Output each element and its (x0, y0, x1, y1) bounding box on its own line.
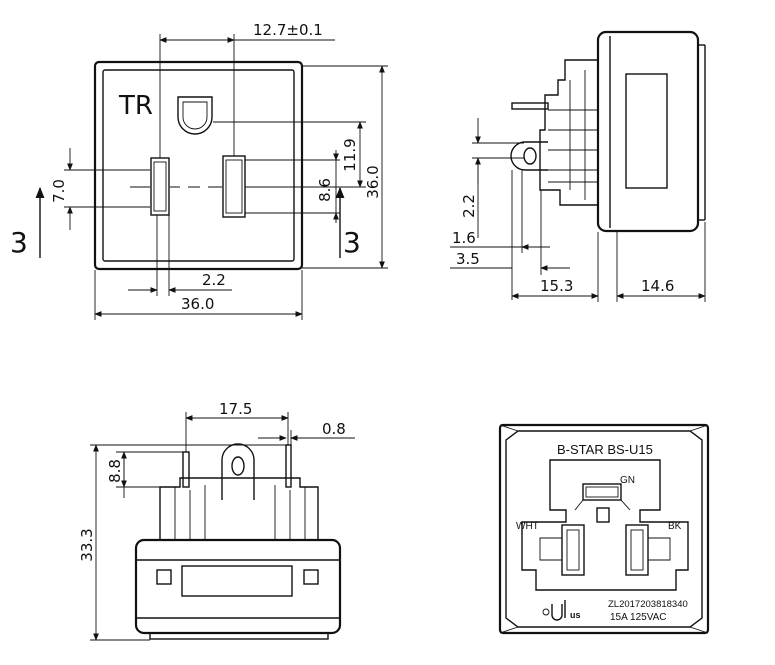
ground-hole (177, 96, 213, 135)
bk-label: BK (668, 521, 682, 532)
dim-2-2-side: 2.2 (460, 194, 478, 218)
rear-view: B-STAR BS-U15 GN WHT BK us ZL20172038183… (498, 423, 710, 635)
dim-36-right: 36.0 (364, 165, 382, 198)
front-view: TR 12.7±0.1 36.0 11.9 8.6 (10, 21, 388, 320)
dim-36-bottom: 36.0 (181, 295, 214, 313)
dim-33-3: 33.3 (78, 528, 96, 561)
side-view: 2.2 1.6 3.5 15.3 14.6 (450, 30, 706, 302)
dim-1-6: 1.6 (452, 229, 476, 247)
ul-us: us (570, 610, 581, 620)
section-mark-right: 3 (343, 226, 361, 259)
tr-mark: TR (118, 91, 153, 121)
dim-14-6: 14.6 (641, 277, 674, 295)
dim-0-8: 0.8 (322, 420, 346, 438)
dim-17-5: 17.5 (219, 400, 252, 418)
dim-12-7: 12.7±0.1 (253, 21, 323, 39)
serial-number: ZL2017203818340 (608, 599, 688, 610)
dim-2-2-bottom: 2.2 (202, 271, 226, 289)
dim-8-8: 8.8 (106, 459, 124, 483)
dim-7-0: 7.0 (50, 179, 68, 203)
rating-label: 15A 125VAC (610, 612, 667, 623)
ul-mark: us (542, 600, 581, 621)
wht-label: WHT (516, 521, 539, 532)
section-mark-left: 3 (10, 226, 28, 259)
dim-3-5: 3.5 (456, 250, 480, 268)
dim-8-6: 8.6 (316, 178, 334, 202)
dim-11-9: 11.9 (341, 138, 359, 171)
gn-label: GN (620, 475, 635, 486)
brand-label: B-STAR BS-U15 (557, 442, 653, 457)
dim-15-3: 15.3 (540, 277, 573, 295)
bottom-view: 17.5 0.8 8.8 33.3 (78, 400, 355, 641)
